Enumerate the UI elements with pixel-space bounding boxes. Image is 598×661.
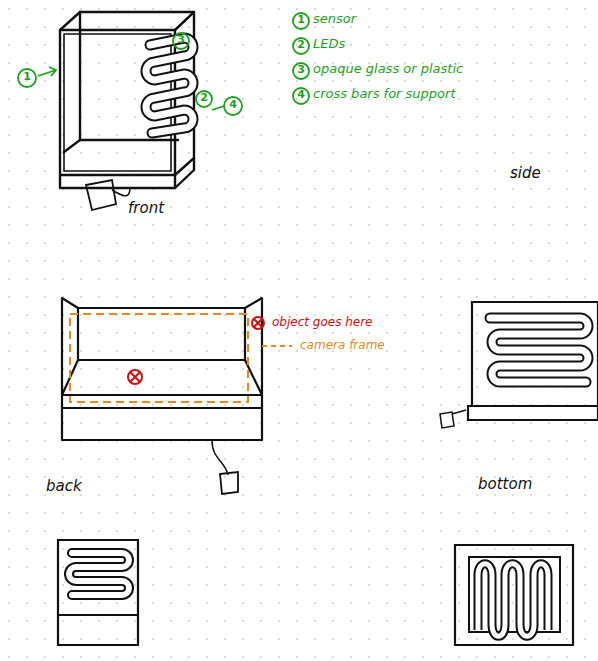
camera-frame <box>70 314 248 402</box>
callout-number: 2 <box>293 39 309 51</box>
callout-number: 3 <box>293 64 309 76</box>
callout-number: 1 <box>293 14 309 26</box>
part-name: sensor <box>313 12 356 26</box>
view-name: back <box>46 478 82 495</box>
led-strip <box>478 564 548 637</box>
callout-number: 4 <box>293 89 309 101</box>
legend-text: camera frame <box>300 339 385 352</box>
view-name: side <box>510 165 541 182</box>
back-panel <box>58 540 138 645</box>
view-name: bottom <box>478 476 532 493</box>
callout-number: 3 <box>173 34 189 46</box>
led-strip <box>490 318 588 382</box>
part-name: LEDs <box>313 37 345 51</box>
legend-object-sample <box>252 317 264 329</box>
part-name: cross bars for support <box>313 87 456 101</box>
sensor-wire <box>212 440 228 475</box>
sensor-symbol <box>86 180 116 210</box>
led-strip <box>69 553 129 595</box>
back-box <box>62 298 262 440</box>
part-name: opaque glass or plastic <box>313 62 463 76</box>
sensor-symbol <box>440 410 466 428</box>
front-box <box>60 12 194 188</box>
bottom-panel <box>455 545 573 645</box>
legend-text: object goes here <box>272 316 373 329</box>
callout-number: 4 <box>225 99 241 111</box>
led-strip-inner <box>146 38 193 133</box>
view-name: front <box>128 200 164 217</box>
callout-number: 2 <box>196 92 212 104</box>
callout-number: 1 <box>19 71 35 83</box>
object-marker <box>128 370 142 384</box>
side-box <box>468 302 598 420</box>
led-strip <box>146 38 193 133</box>
led-strip-inner <box>490 318 588 382</box>
sensor-symbol <box>220 472 238 494</box>
led-strip-inner <box>478 564 548 637</box>
callout-circles <box>18 13 309 115</box>
legend-frame-sample <box>262 345 292 347</box>
led-strip-inner <box>69 553 129 595</box>
